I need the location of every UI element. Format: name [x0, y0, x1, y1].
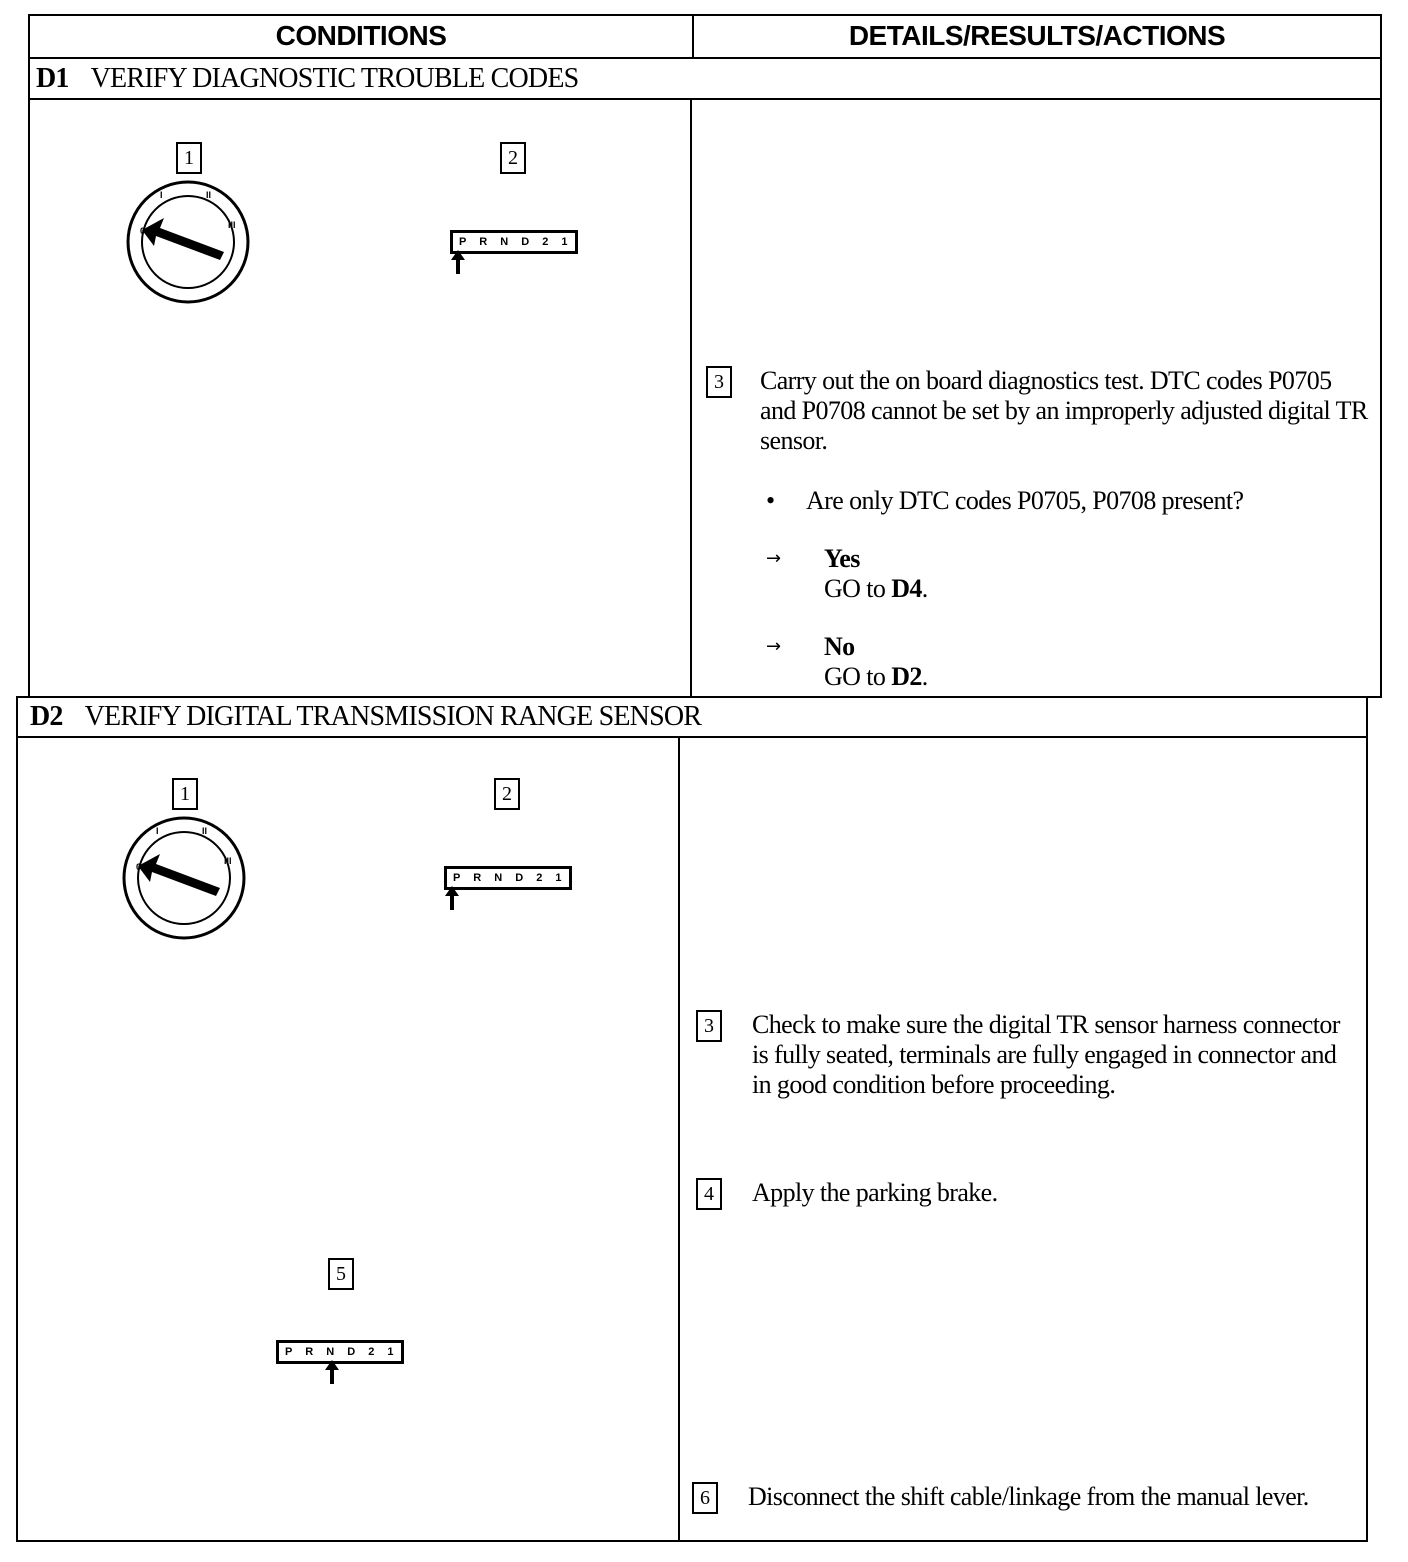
ign-mark-0: 0	[136, 862, 141, 872]
d1-title-bottom-rule	[28, 98, 1382, 100]
header-divider	[692, 14, 694, 58]
section-d2-id: D2	[30, 701, 63, 732]
ign-mark-iii: III	[224, 856, 232, 866]
d1-no-arrow-icon: →	[766, 636, 782, 657]
d1-step-3-text: Carry out the on board diagnostics test.…	[760, 366, 1368, 455]
d2-title-bottom-rule	[16, 736, 1368, 738]
d1-yes-target[interactable]: D4	[891, 574, 922, 603]
ign-mark-iii: III	[228, 220, 236, 230]
ign-mark-i: I	[156, 826, 159, 836]
table-border-right	[1380, 14, 1382, 698]
d1-yes-punct: .	[921, 574, 928, 603]
d1-column-divider	[690, 98, 692, 698]
ign-mark-ii: II	[206, 190, 211, 200]
section-d1-title-text: VERIFY DIAGNOSTIC TROUBLE CODES	[90, 63, 580, 94]
d1-gear-selector: P R N D 2 1	[450, 230, 578, 274]
d2-ignition-switch-icon: 0 I II III	[122, 816, 246, 940]
header-details: DETAILS/RESULTS/ACTIONS	[848, 20, 1226, 51]
d2-figure-step-1: 1	[172, 778, 198, 810]
d1-step-3-box: 3	[706, 366, 732, 398]
d1-no-action: GO to D2.	[824, 662, 928, 692]
d1-yes-arrow-icon: →	[766, 548, 782, 569]
d1-no-target[interactable]: D2	[891, 662, 922, 691]
prnd-indicator: P R N D 2 1	[276, 1340, 404, 1364]
table-border-left-lower	[16, 696, 18, 1542]
d1-ignition-switch-icon: 0 I II III	[126, 180, 250, 304]
d1-figure-step-2: 2	[500, 142, 526, 174]
d1-no-go: GO to	[824, 662, 892, 691]
d2-step-6-box: 6	[692, 1482, 718, 1514]
d2-gear-selector-a: P R N D 2 1	[444, 866, 572, 910]
header-bottom-rule	[28, 57, 1382, 59]
d2-title-top-rule	[16, 696, 1382, 698]
table-border-left	[28, 14, 30, 698]
table-border-right-lower	[1366, 696, 1368, 1542]
d2-step-3-box: 3	[696, 1010, 722, 1042]
d2-step-6-text: Disconnect the shift cable/linkage from …	[748, 1482, 1309, 1511]
d2-figure-step-2: 2	[494, 778, 520, 810]
section-d2-title-text: VERIFY DIGITAL TRANSMISSION RANGE SENSOR	[84, 701, 702, 732]
ign-mark-ii: II	[202, 826, 207, 836]
d1-question: Are only DTC codes P0705, P0708 present?	[806, 486, 1244, 515]
d1-yes-go: GO to	[824, 574, 892, 603]
d1-yes-label: Yes	[824, 544, 860, 573]
section-d1-id: D1	[36, 63, 69, 94]
prnd-indicator: P R N D 2 1	[450, 230, 578, 254]
d2-step-3-text: Check to make sure the digital TR sensor…	[752, 1010, 1340, 1099]
d1-bullet-icon: •	[766, 486, 776, 515]
ign-mark-0: 0	[140, 226, 145, 236]
prnd-indicator: P R N D 2 1	[444, 866, 572, 890]
section-d2-title: D2 VERIFY DIGITAL TRANSMISSION RANGE SENS…	[30, 701, 702, 733]
d1-yes-action: GO to D4.	[824, 574, 928, 604]
table-border-bottom	[16, 1540, 1368, 1542]
d1-figure-step-1: 1	[176, 142, 202, 174]
section-d1-title: D1 VERIFY DIAGNOSTIC TROUBLE CODES	[36, 63, 580, 95]
d1-no-punct: .	[921, 662, 928, 691]
d2-figure-step-5: 5	[328, 1258, 354, 1290]
d2-step-4-text: Apply the parking brake.	[752, 1178, 998, 1207]
d2-gear-selector-b: P R N D 2 1	[276, 1340, 404, 1384]
ign-mark-i: I	[160, 190, 163, 200]
d2-step-4-box: 4	[696, 1178, 722, 1210]
gear-pointer-arrow-icon	[451, 250, 465, 274]
gear-pointer-arrow-icon	[445, 886, 459, 910]
d1-no-label: No	[824, 632, 855, 661]
d2-column-divider	[678, 736, 680, 1542]
gear-pointer-arrow-icon	[325, 1360, 339, 1384]
table-border-top	[28, 14, 1382, 16]
header-conditions: CONDITIONS	[275, 20, 447, 51]
